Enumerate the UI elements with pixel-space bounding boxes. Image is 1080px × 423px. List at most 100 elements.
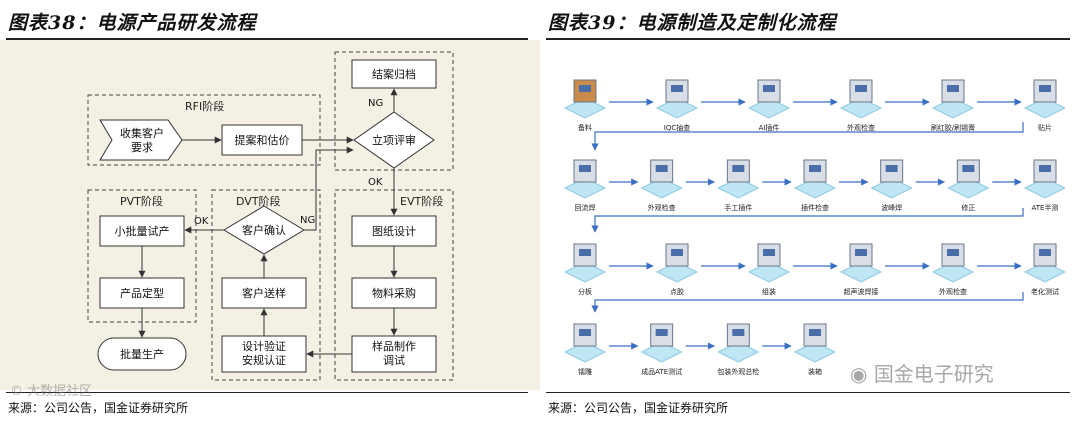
node-sample-shape (351, 335, 437, 373)
node-verify: 设计验证安规认证 (242, 339, 286, 367)
step-1-1: 备料 (563, 79, 607, 132)
step-label: 点胶 (670, 287, 684, 296)
step-screen-icon (809, 165, 821, 172)
step-label: 波峰焊 (881, 203, 902, 212)
step-label: 外观检查 (648, 203, 676, 212)
node-mass: 批量生产 (120, 347, 164, 361)
step-screen-icon (763, 85, 775, 92)
node-finalize: 产品定型 (120, 286, 164, 300)
step-label: 外观检查 (847, 123, 875, 132)
wechat-icon: ◉ (850, 362, 868, 386)
step-screen-icon (579, 85, 591, 92)
step-1-2: IQC抽查 (655, 79, 699, 132)
step-screen-icon (732, 329, 745, 336)
step-label: 备料 (578, 123, 592, 132)
right-figure-title: 图表39：电源制造及定制化流程 (548, 12, 837, 34)
step-label: 成品ATE测试 (641, 367, 682, 376)
step-label: 修正 (961, 203, 975, 212)
node-collect-shape (99, 119, 183, 161)
node-confirm-shape (223, 205, 305, 255)
step-screen-icon (579, 165, 591, 172)
step-4-3: 包装外观总检 (717, 323, 760, 376)
stage-evt-label: EVT阶段 (400, 194, 443, 208)
step-label: 分板 (578, 287, 592, 296)
step-label: 包装外观总检 (717, 367, 759, 376)
step-label: 镭雕 (578, 367, 592, 376)
step-screen-icon (809, 329, 821, 336)
step-2-5: 波峰焊 (870, 159, 913, 212)
left-figure-title: 图表38：电源产品研发流程 (8, 12, 257, 34)
step-screen-icon (579, 329, 591, 336)
arrow-confirm-ng (304, 146, 354, 231)
node-design: 图纸设计 (372, 225, 416, 238)
step-label: 插件检查 (801, 203, 829, 212)
node-purchase: 物料采购 (372, 286, 416, 300)
step-2-4: 插件检查 (793, 159, 837, 212)
label-ok-confirm: OK (194, 216, 209, 227)
step-screen-icon (763, 249, 775, 256)
step-screen-icon (655, 329, 668, 336)
rd-flow-svg: RFI阶段 PVT阶段 DVT阶段 EVT阶段 收集客户要求 提案和估价 立项评… (87, 51, 454, 381)
node-collect: 收集客户要求 (120, 126, 164, 154)
label-ok-review: OK (368, 177, 383, 188)
right-title-rule (546, 38, 1070, 40)
step-1-5: 刷红胶/刷锡膏 (931, 79, 975, 132)
step-screen-icon (947, 85, 959, 92)
node-confirm: 客户确认 (242, 223, 286, 237)
node-sample: 样品制作调试 (372, 339, 416, 367)
node-proposal: 提案和估价 (235, 133, 290, 147)
step-3-4: 超声波焊接 (839, 243, 883, 296)
step-2-6: 修正 (947, 159, 990, 212)
left-title-rule (6, 38, 528, 40)
stage-dvt-label: DVT阶段 (236, 194, 281, 208)
left-source-note: 来源：公司公告，国金证券研究所 (8, 401, 189, 415)
step-screen-icon (1039, 249, 1051, 256)
stage-rfi-box (87, 94, 321, 166)
right-watermark-text: 国金电子研究 (873, 362, 994, 386)
step-label: AI插件 (759, 123, 780, 132)
label-ng-top: NG (368, 98, 383, 109)
step-label: ATE半测 (1032, 203, 1059, 212)
node-small-batch-shape (99, 215, 185, 247)
label-ng-confirm: NG (300, 215, 315, 226)
step-2-7: ATE半测 (1023, 159, 1067, 212)
step-4-4: 装箱 (793, 323, 837, 376)
step-screen-icon (732, 165, 745, 172)
right-source-note: 来源：公司公告，国金证券研究所 (548, 401, 729, 415)
step-screen-icon (947, 249, 959, 256)
node-archive-shape (351, 59, 437, 89)
step-label: 装箱 (808, 367, 822, 376)
step-label: 贴片 (1038, 123, 1052, 132)
left-bottom-rule (6, 392, 528, 393)
node-send-shape (221, 277, 307, 309)
step-label: 回流焊 (575, 203, 596, 212)
step-3-1: 分板 (563, 243, 607, 296)
step-label: 老化测试 (1031, 287, 1059, 296)
step-2-2: 外观检查 (640, 159, 683, 212)
stage-dvt-box (211, 189, 321, 381)
step-label: IQC抽查 (664, 123, 690, 132)
step-screen-icon (1039, 165, 1051, 172)
step-4-2: 成品ATE测试 (640, 323, 683, 376)
step-screen-icon (579, 249, 591, 256)
step-label: 手工插件 (724, 203, 752, 212)
step-3-3: 组装 (747, 243, 791, 296)
stage-rfi-label: RFI阶段 (185, 99, 224, 113)
step-1-4: 外观检查 (839, 79, 883, 132)
node-review: 立项评审 (372, 133, 416, 147)
node-archive: 结案归档 (372, 67, 416, 81)
step-3-6: 老化测试 (1023, 243, 1067, 296)
step-screen-icon (962, 165, 975, 172)
rd-flow-diagram: RFI阶段 PVT阶段 DVT阶段 EVT阶段 收集客户要求 提案和估价 立项评… (0, 40, 540, 390)
stage-pvt-label: PVT阶段 (120, 194, 163, 208)
step-3-2: 点胶 (655, 243, 699, 296)
node-verify-shape (221, 335, 307, 373)
step-screen-icon (855, 85, 867, 92)
step-screen-icon (671, 85, 683, 92)
row1-to-row2-connector (591, 122, 1024, 151)
step-screen-icon (1039, 85, 1051, 92)
step-screen-icon (655, 165, 668, 172)
step-2-3: 手工插件 (717, 159, 760, 212)
